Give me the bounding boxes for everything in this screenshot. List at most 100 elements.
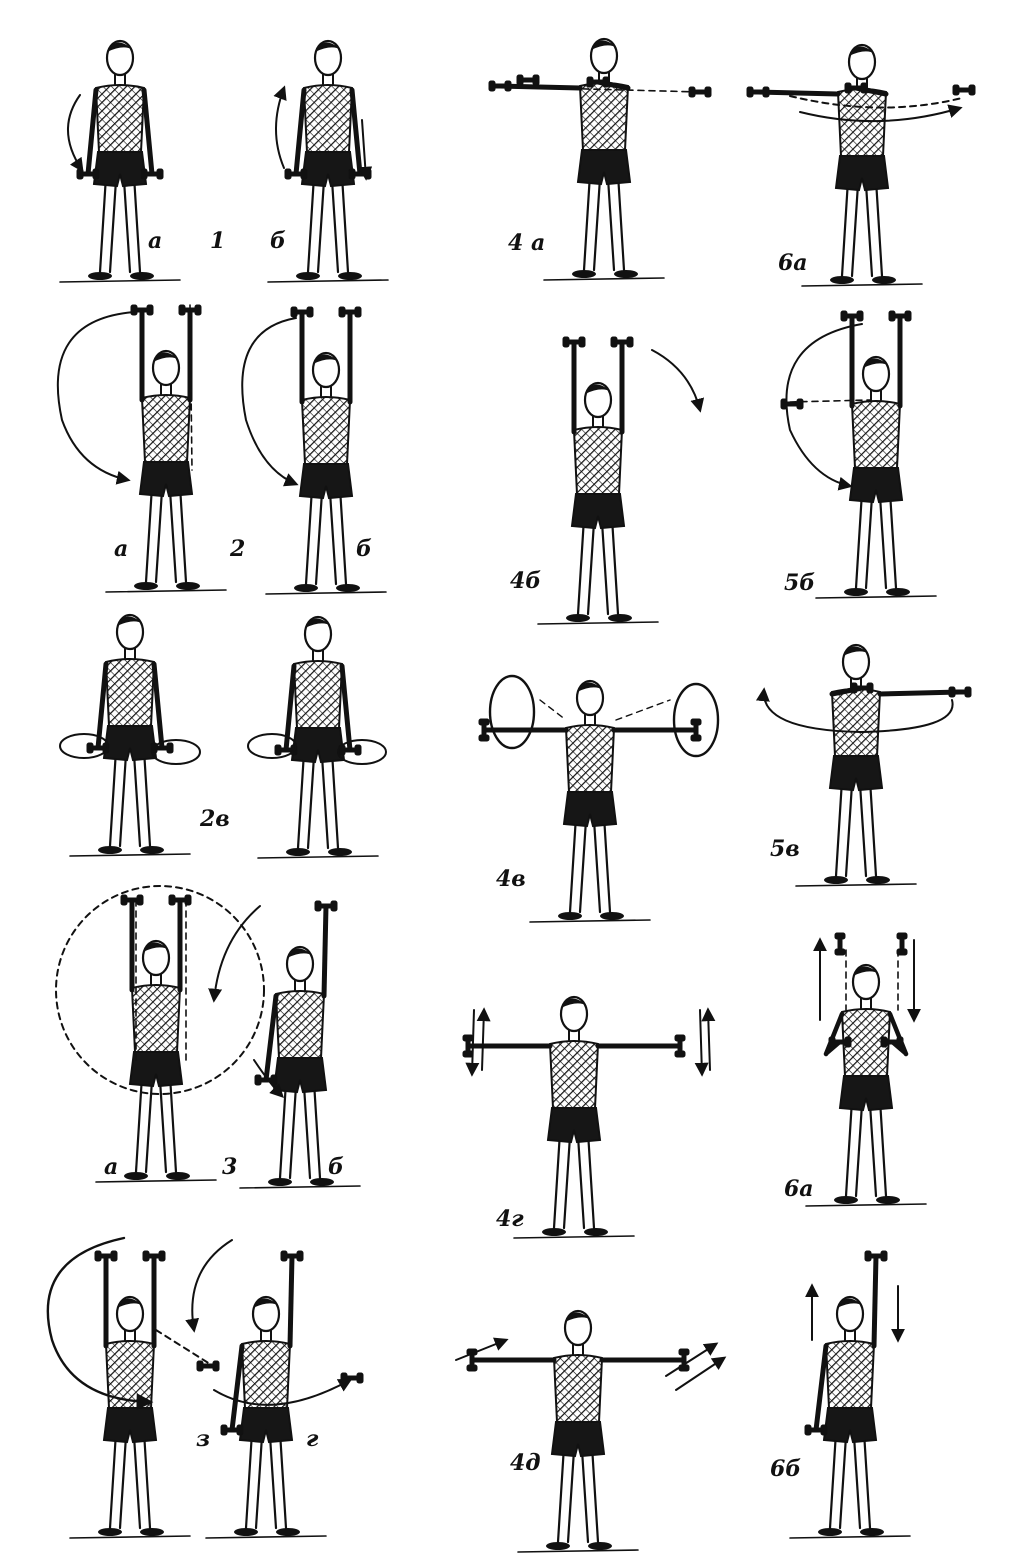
- right-leg-inner: [600, 520, 610, 616]
- figure-2v-left: [59, 613, 201, 857]
- left-shoe: [834, 1196, 858, 1204]
- figure-label-3v: з: [196, 1426, 210, 1452]
- full-circle-path: [55, 885, 265, 1095]
- hair: [305, 618, 331, 628]
- head: [589, 37, 619, 75]
- left-leg-inner: [314, 490, 324, 586]
- hair: [107, 42, 133, 52]
- right-shoe: [176, 582, 200, 590]
- left-leg-inner: [562, 1134, 572, 1230]
- ground-line: [529, 919, 651, 923]
- dumbbell-icon: [780, 398, 804, 410]
- rotation-ellipse: [337, 739, 387, 765]
- left-leg-inner: [108, 178, 118, 274]
- shorts: [238, 1407, 294, 1444]
- right-leg-inner: [868, 1102, 878, 1198]
- dumbbell-icon: [674, 1034, 686, 1058]
- figure-6a: [805, 932, 927, 1207]
- right-leg-inner: [302, 1084, 312, 1180]
- figure-4b: [537, 336, 705, 625]
- left-leg: [552, 1130, 562, 1230]
- head: [861, 355, 891, 393]
- figure-5b: [780, 310, 937, 599]
- right-leg: [602, 814, 612, 914]
- figures-layer: [46, 37, 976, 1553]
- right-leg: [888, 490, 898, 590]
- left-shoe: [830, 276, 854, 284]
- tank-top: [302, 84, 354, 153]
- right-leg-inner: [864, 182, 874, 278]
- arc-arrow: [213, 1378, 353, 1406]
- left-leg: [828, 1430, 838, 1530]
- figure-label-4g: 4г: [496, 1206, 524, 1232]
- left-shoe: [98, 1528, 122, 1536]
- right-leg: [878, 1098, 888, 1198]
- ground-line: [801, 283, 923, 287]
- right-shoe: [886, 588, 910, 596]
- right-shoe: [614, 270, 638, 278]
- left-shoe: [134, 582, 158, 590]
- right-leg-inner: [132, 752, 142, 848]
- figure-6b: [789, 1250, 911, 1539]
- right-leg: [586, 1130, 596, 1230]
- dumbbell-icon: [140, 168, 164, 180]
- ground-line: [69, 853, 191, 857]
- figure-6a-top: [746, 43, 976, 287]
- arc-arrow: [273, 85, 287, 169]
- dumbbell-icon: [290, 306, 314, 318]
- right-leg: [338, 486, 348, 586]
- figure-3g: [185, 1239, 364, 1539]
- swing-arrow: [799, 104, 963, 123]
- hair: [591, 40, 617, 50]
- left-leg-inner: [288, 1084, 298, 1180]
- head: [303, 615, 333, 653]
- left-leg: [568, 814, 578, 914]
- ground-line: [537, 621, 659, 625]
- guide-line: [539, 699, 567, 721]
- arm: [229, 1343, 245, 1433]
- shake-arrow: [465, 1009, 480, 1077]
- figure-4a: [488, 37, 712, 281]
- hair: [315, 42, 341, 52]
- shorts: [550, 1421, 606, 1458]
- right-shoe: [866, 876, 890, 884]
- head: [575, 679, 605, 717]
- ground-line: [815, 595, 937, 599]
- left-leg: [108, 748, 118, 848]
- right-shoe: [130, 272, 154, 280]
- labels-layer: а 1 б 4 а 6а а 2 б 4б 5б 2в 4в 5в а 3 б …: [104, 228, 815, 1482]
- figure-1b: [267, 39, 389, 283]
- ground-line: [789, 1535, 911, 1539]
- left-leg: [556, 1444, 566, 1544]
- left-leg: [576, 516, 586, 616]
- hair: [585, 384, 611, 394]
- right-leg: [610, 516, 620, 616]
- tank-top: [274, 990, 326, 1059]
- right-shoe: [872, 276, 896, 284]
- arm: [321, 903, 329, 999]
- tank-top: [94, 84, 146, 153]
- right-leg: [868, 778, 878, 878]
- tank-top: [292, 660, 344, 729]
- right-leg-inner: [132, 1434, 142, 1530]
- left-leg-inner: [118, 1434, 128, 1530]
- head: [559, 995, 589, 1033]
- big-arc: [56, 311, 135, 485]
- right-shoe: [310, 1178, 334, 1186]
- tank-top: [300, 396, 352, 465]
- left-shoe: [286, 848, 310, 856]
- straight-arrow: [358, 119, 373, 181]
- right-shoe: [860, 1528, 884, 1536]
- figure-label-4b: 4б: [510, 568, 541, 594]
- horizontal-ellipse: [755, 687, 954, 733]
- left-shoe: [88, 272, 112, 280]
- dumbbell-icon: [840, 310, 864, 322]
- right-leg-inner: [878, 494, 888, 590]
- left-leg: [304, 486, 314, 586]
- dumbbell-icon: [314, 900, 338, 912]
- shorts: [562, 791, 618, 828]
- rotation-ellipse: [247, 733, 297, 759]
- left-shoe: [824, 876, 848, 884]
- figure-label-2v: 2в: [199, 806, 230, 832]
- hair: [313, 354, 339, 364]
